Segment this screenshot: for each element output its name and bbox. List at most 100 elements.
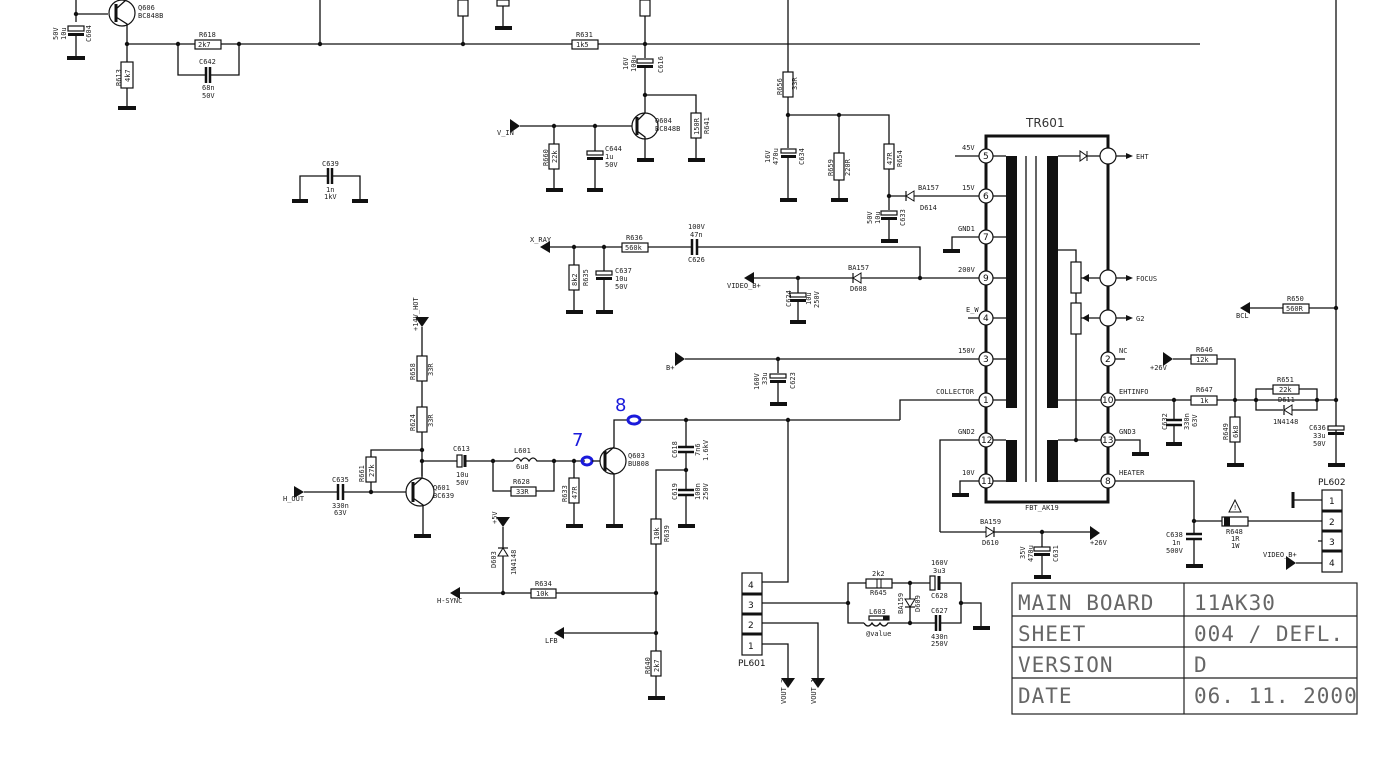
- wire: [1058, 439, 1141, 453]
- c634-ref: C634: [798, 148, 806, 165]
- label: 45V: [962, 144, 975, 152]
- c613-volt: 50V: [456, 479, 469, 487]
- wire: [863, 621, 910, 627]
- r624-ref: R624: [409, 414, 417, 431]
- d610-ref: D610: [982, 539, 999, 547]
- component-body: [1328, 432, 1344, 435]
- component-body: [1272, 384, 1300, 395]
- component-body: [1047, 440, 1058, 482]
- net-video-b: VIDEO_B+: [727, 282, 761, 290]
- wire: [492, 461, 555, 492]
- r647-ref: R647: [1196, 386, 1213, 394]
- driver-stage: +14V_HOT R658 33R R624 33R R661 27k H_OU…: [283, 296, 900, 700]
- label: 1: [1329, 497, 1335, 507]
- l601-ref: L601: [514, 447, 531, 455]
- wire: [645, 94, 697, 113]
- c635-val: 330n: [332, 502, 349, 510]
- c631-ref: C631: [1052, 545, 1060, 562]
- label: 1: [983, 396, 989, 406]
- bcl-port-icon: [1240, 302, 1250, 314]
- r631-ref: R631: [576, 31, 593, 39]
- tr601-part: FBT_AK19: [1025, 504, 1059, 512]
- d608-ref: D608: [850, 285, 867, 293]
- wire: [412, 461, 424, 535]
- q601-ref: Q601: [433, 484, 450, 492]
- component-body: [1033, 546, 1051, 552]
- r613-ref: R613: [115, 69, 123, 86]
- q604-ref: Q604: [655, 117, 672, 125]
- net-plus5v: +5V: [491, 511, 499, 524]
- c618-val: 7n6: [694, 443, 702, 456]
- r613-val: 4k7: [124, 69, 132, 82]
- r660-ref: R660: [542, 149, 550, 166]
- symbol: [1082, 274, 1089, 282]
- c636-val: 33u: [1313, 432, 1326, 440]
- label: FOCUS: [1136, 275, 1157, 283]
- pin-eht: EHT: [1058, 147, 1149, 165]
- r648-power: 1W: [1231, 542, 1240, 550]
- probe-8-label: 8: [615, 395, 626, 416]
- wire: [742, 592, 762, 636]
- c639-val: 1n: [326, 186, 334, 194]
- r660-val: 22k: [551, 150, 559, 163]
- junction: [1232, 397, 1238, 403]
- q606-stage: C604 10u 50V Q606 BC848B R613 4k7 2k7 R6…: [52, 0, 1200, 110]
- c613-val: 10u: [456, 471, 469, 479]
- d610-val: BA159: [980, 518, 1001, 526]
- component-body: [456, 454, 463, 468]
- d614-ref: D614: [920, 204, 937, 212]
- ehtinfo-network: BCL 560R R650 +26V 12k R646 1k R647 C632…: [1150, 0, 1345, 467]
- c634-val: 470u: [772, 148, 780, 165]
- probe-8-marker[interactable]: [626, 414, 642, 426]
- r658-val: 33R: [427, 363, 435, 376]
- label: 12: [981, 436, 992, 446]
- r641-ref: R641: [703, 117, 711, 134]
- component-body: [571, 39, 599, 50]
- c616-volt: 16V: [622, 57, 630, 70]
- c638-val: 1n: [1172, 539, 1180, 547]
- video-b-port-icon: [744, 272, 754, 284]
- symbol: [1126, 315, 1133, 321]
- wire: [939, 439, 1006, 532]
- junction: [317, 41, 323, 47]
- c613-ref: C613: [453, 445, 470, 453]
- net-plus26v-out: +26V: [1090, 539, 1108, 547]
- v-in-port-icon: [510, 119, 520, 133]
- r661-ref: R661: [358, 465, 366, 482]
- q606-ref: Q606: [138, 4, 155, 12]
- r654-ref: R654: [896, 150, 904, 167]
- c604-volt: 50V: [52, 27, 60, 40]
- component-body: [769, 373, 787, 379]
- c634-volt: 16V: [764, 150, 772, 163]
- label: 200V: [958, 266, 976, 274]
- label: GND3: [1119, 428, 1136, 436]
- c637-ref: C637: [615, 267, 632, 275]
- r656-val: 33R: [791, 77, 799, 90]
- component-body: [1190, 354, 1218, 365]
- r624-val: 33R: [427, 414, 435, 427]
- label: 2: [748, 621, 754, 631]
- c623-val: 33u: [761, 372, 769, 385]
- title-label-date: DATE: [1018, 684, 1073, 708]
- r658-ref: R658: [409, 363, 417, 380]
- component-body: [1034, 553, 1050, 556]
- symbol: [1126, 275, 1133, 281]
- c632-val: 330n: [1183, 413, 1191, 430]
- d609-val: BA159: [897, 593, 905, 614]
- symbol: [1082, 314, 1089, 322]
- pin-g2: G2: [1081, 309, 1144, 327]
- wire: [648, 246, 983, 279]
- wire: [1173, 358, 1236, 465]
- c644-val: 1u: [605, 153, 613, 161]
- component-body: [596, 277, 612, 280]
- probe-7-marker[interactable]: [580, 455, 594, 467]
- b-plus-port-icon: [675, 352, 685, 366]
- c642-ref: C642: [199, 58, 216, 66]
- c623-volt: 160V: [753, 372, 761, 390]
- r636-val: 560k: [625, 244, 643, 252]
- r640-val: 2k7: [653, 659, 661, 672]
